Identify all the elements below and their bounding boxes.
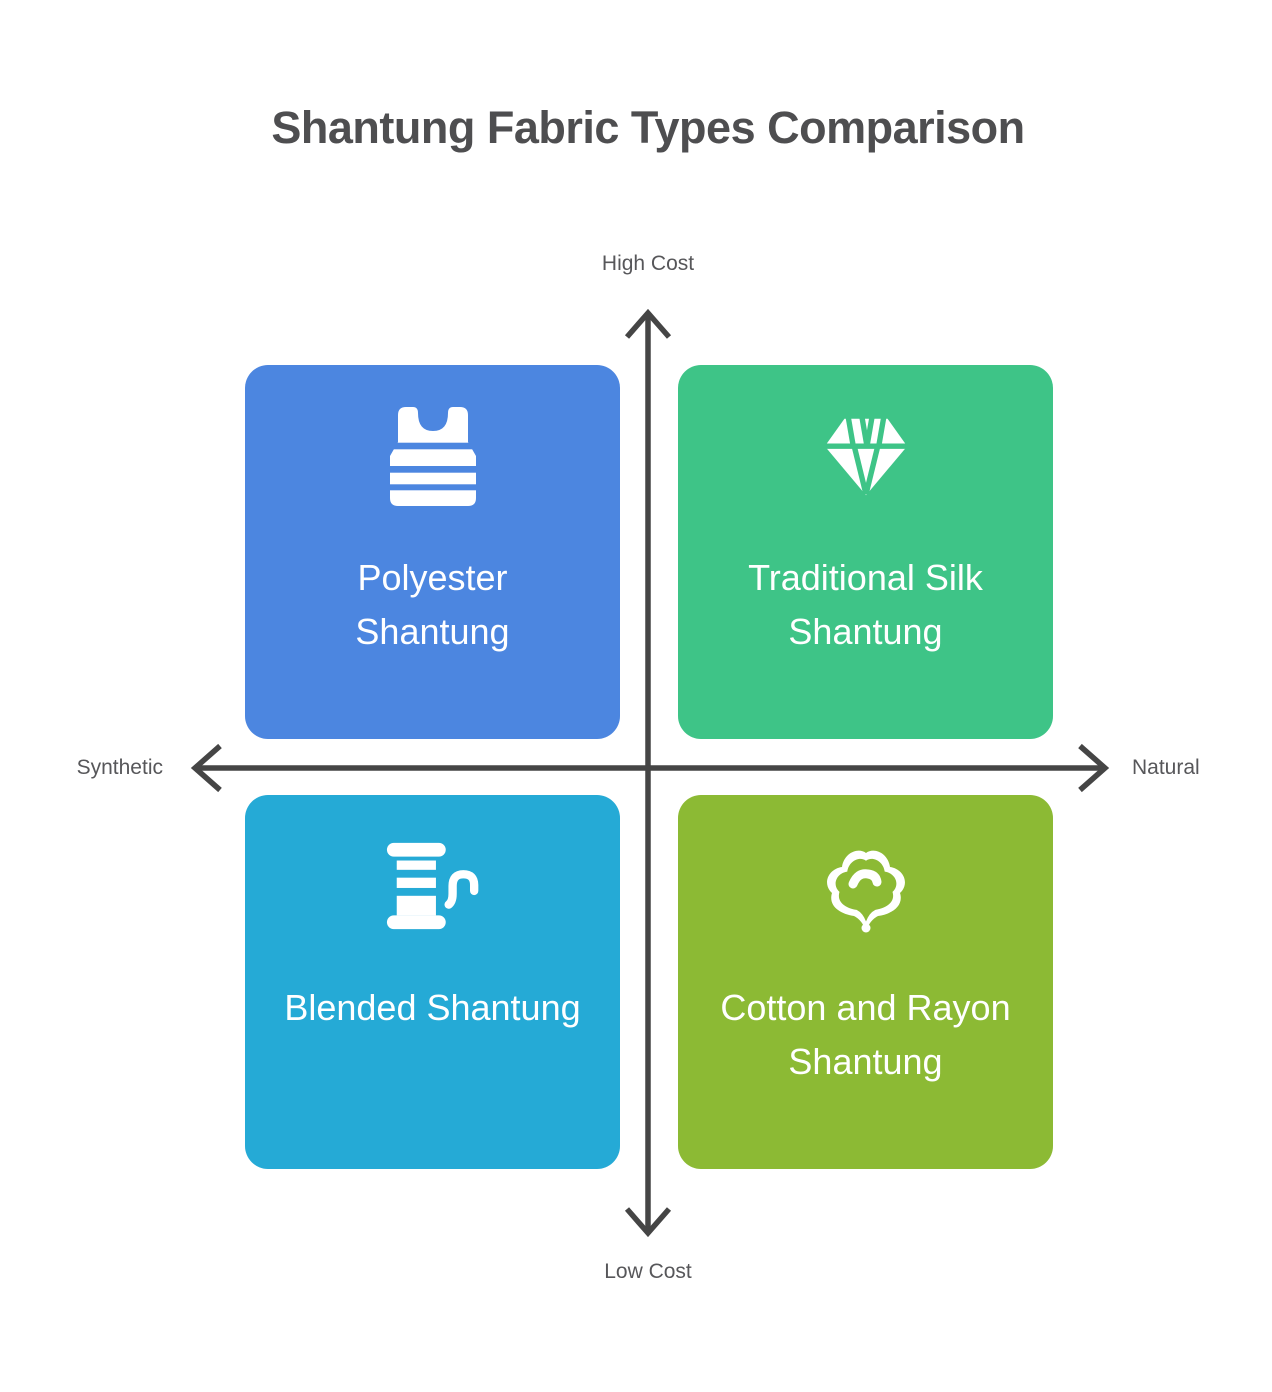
thread-spool-icon <box>384 831 482 941</box>
right-arrowhead <box>1078 743 1110 793</box>
axis-label-high-cost: High Cost <box>601 252 695 275</box>
quadrant-polyester-shantung: Polyester Shantung <box>245 365 620 739</box>
axis-label-low-cost: Low Cost <box>604 1260 692 1283</box>
quadrant-blended-shantung: Blended Shantung <box>245 795 620 1169</box>
left-arrowhead <box>190 743 222 793</box>
quadrant-cotton-and-rayon-shantung: Cotton and Rayon Shantung <box>678 795 1053 1169</box>
axis-label-natural: Natural <box>1132 756 1200 779</box>
quadrant-label: Blended Shantung <box>284 987 581 1028</box>
page-title: Shantung Fabric Types Comparison <box>271 102 1025 153</box>
diamond-icon <box>817 401 915 511</box>
cotton-boll-icon <box>816 831 916 941</box>
quadrant-label: Polyester Shantung <box>355 557 510 652</box>
up-arrowhead <box>624 308 672 339</box>
quadrant-label: Traditional Silk Shantung <box>748 557 983 652</box>
quadrant-label: Cotton and Rayon Shantung <box>720 987 1011 1082</box>
down-arrowhead <box>624 1207 672 1238</box>
vest-icon <box>382 401 483 511</box>
axis-label-synthetic: Synthetic <box>76 756 163 779</box>
quadrant-traditional-silk-shantung: Traditional Silk Shantung <box>678 365 1053 739</box>
